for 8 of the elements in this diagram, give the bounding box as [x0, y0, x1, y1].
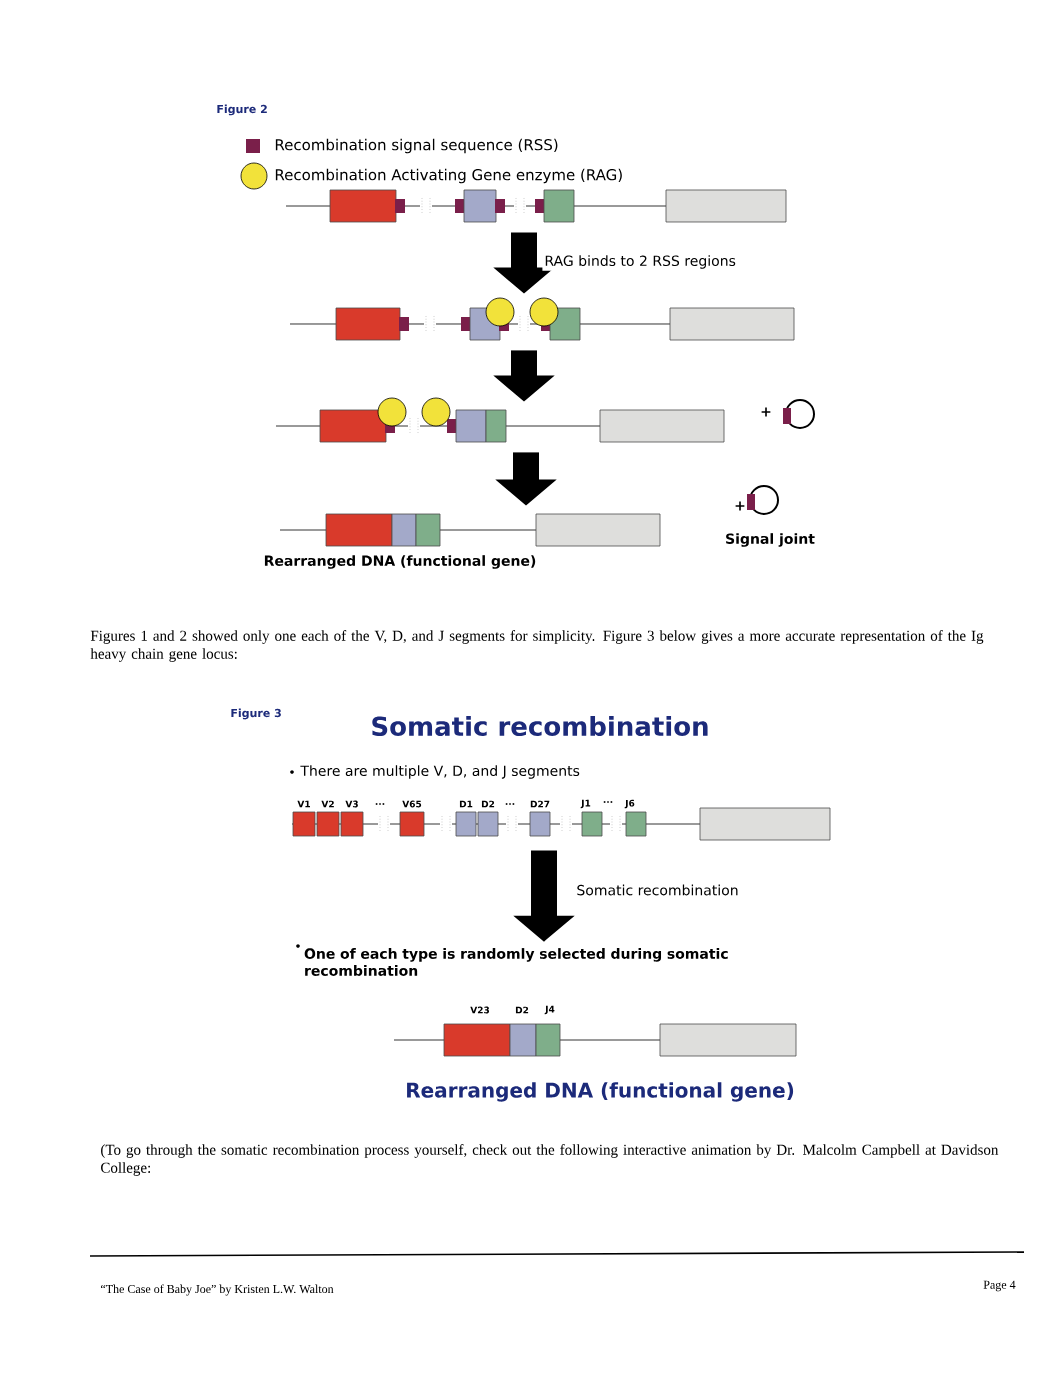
dna-strand-drawing — [279, 513, 661, 547]
dna-strand-drawing — [393, 1023, 797, 1057]
dna-strand-drawing — [285, 189, 787, 223]
dna-strand-drawing — [291, 807, 831, 841]
strand-caption: Rearranged DNA (functional gene) — [407, 1082, 794, 1102]
dna-strand-drawing — [289, 297, 795, 341]
figure-title: Somatic recombination — [372, 715, 708, 737]
dna-strand-drawing — [275, 397, 725, 443]
